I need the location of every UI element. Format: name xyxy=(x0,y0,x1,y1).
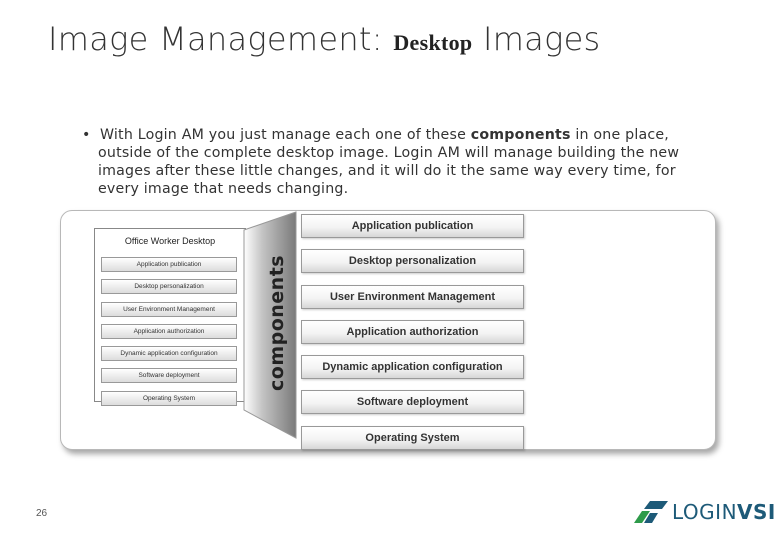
bullet-text: • With Login AM you just manage each one… xyxy=(82,127,680,197)
component-item: Software deployment xyxy=(301,390,524,415)
component-item: Application authorization xyxy=(301,319,524,344)
mini-item: Dynamic application configuration xyxy=(101,346,237,362)
mini-item: Desktop personalization xyxy=(101,279,237,295)
title-highlight: Desktop xyxy=(393,30,473,55)
mini-item: Application publication xyxy=(101,257,237,272)
slide-title: Image Management: Desktop Images xyxy=(48,20,601,58)
component-item: Dynamic application configuration xyxy=(301,355,524,380)
logo-text-vsi: VSI xyxy=(737,500,776,524)
bullet-part1: With Login AM you just manage each one o… xyxy=(100,127,467,143)
component-item: User Environment Management xyxy=(301,284,524,309)
component-item: Desktop personalization xyxy=(301,249,524,274)
page-number: 26 xyxy=(36,508,48,519)
mini-item: Software deployment xyxy=(101,368,237,384)
title-suffix: Images xyxy=(482,20,601,58)
mini-item: User Environment Management xyxy=(101,301,237,317)
component-item: Operating System xyxy=(301,425,524,450)
funnel-connector xyxy=(243,211,297,439)
logo-text: LOGINVSI xyxy=(672,500,776,524)
bullet-part2: in one place, outside of the complete de… xyxy=(98,127,680,197)
component-list: Application publication Desktop personal… xyxy=(301,214,524,461)
desktop-image-box: Office Worker Desktop Application public… xyxy=(94,228,246,406)
loginvsi-logo: LOGINVSI xyxy=(634,500,776,524)
title-prefix: Image Management: xyxy=(48,20,383,58)
mini-component-list: Application publication Desktop personal… xyxy=(101,257,237,413)
component-item: Application publication xyxy=(301,214,524,238)
logo-mark-icon xyxy=(634,501,668,523)
logo-text-login: LOGIN xyxy=(672,500,738,524)
mini-item: Application authorization xyxy=(101,323,237,339)
bullet-bold: components xyxy=(470,127,571,143)
mini-item: Operating System xyxy=(101,390,237,406)
desktop-title: Office Worker Desktop xyxy=(124,236,216,246)
